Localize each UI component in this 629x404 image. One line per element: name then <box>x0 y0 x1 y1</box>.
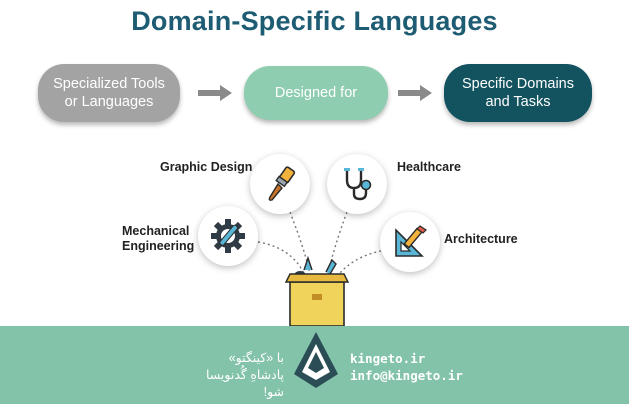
healthcare-circle <box>327 154 387 214</box>
stethoscope-icon <box>344 168 372 201</box>
architecture-circle <box>380 212 440 272</box>
flow-step-designed-for-label: Designed for <box>274 85 358 101</box>
paintbrush-icon <box>268 166 296 201</box>
arrow-right-icon <box>398 85 432 101</box>
flow-step-designed-for: Designed for <box>244 66 388 120</box>
mechanical-engineering-circle <box>198 206 258 266</box>
architecture-label: Architecture <box>444 232 518 246</box>
footer-persian-line1: با «کینگتو» <box>228 351 284 365</box>
arrow-right-icon <box>198 85 232 101</box>
kingeto-logo-icon <box>294 332 338 388</box>
graphic-design-circle <box>250 154 310 214</box>
footer-contact: kingeto.ir info@kingeto.ir <box>350 350 463 384</box>
graphic-design-label: Graphic Design <box>160 160 253 174</box>
page-title: Domain-Specific Languages <box>131 6 498 36</box>
flow-step-tools-label: Specialized Tools or Languages <box>53 76 165 110</box>
mechanical-engineering-label: Mechanical Engineering <box>122 224 195 253</box>
flow-step-domains: Specific Domains and Tasks <box>444 64 592 122</box>
footer-site-link[interactable]: kingeto.ir <box>350 351 426 366</box>
healthcare-label: Healthcare <box>397 160 461 174</box>
toolbox-icon <box>284 255 350 326</box>
gear-wrench-icon <box>211 219 245 253</box>
flow-step-tools: Specialized Tools or Languages <box>38 64 180 122</box>
footer-email-link[interactable]: info@kingeto.ir <box>350 368 463 383</box>
drafting-tools-icon <box>395 225 427 257</box>
flow-step-domains-label: Specific Domains and Tasks <box>461 76 574 110</box>
footer-persian-text: با «کینگتو» پادشاهِ گُدنویسا شو! <box>192 350 284 401</box>
footer-persian-line2: پادشاهِ گُدنویسا شو! <box>205 368 284 399</box>
